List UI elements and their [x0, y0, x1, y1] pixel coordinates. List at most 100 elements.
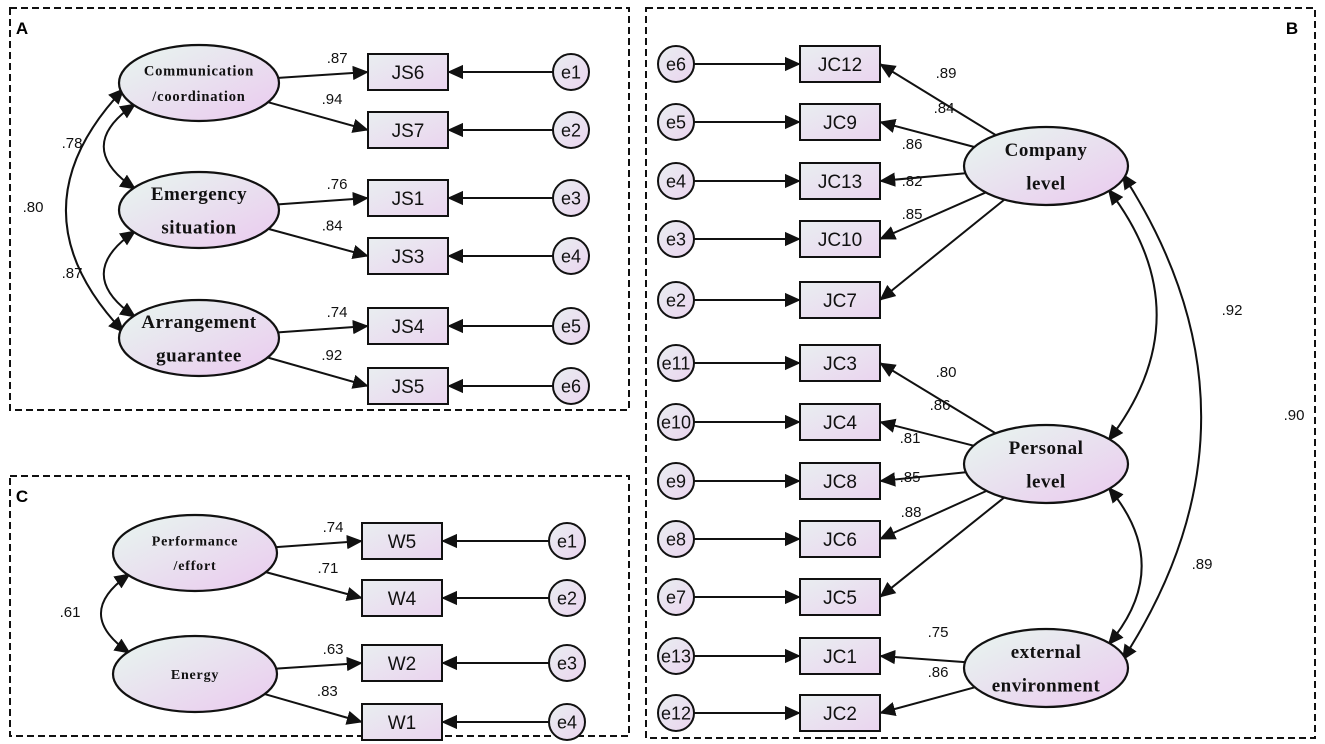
indicator-jc5 [799, 578, 881, 616]
error-e3 [548, 644, 586, 682]
panel-b-border [645, 7, 1316, 739]
indicator-js6 [367, 53, 449, 91]
loading-path-jc2 [879, 686, 976, 716]
error-e3 [657, 220, 695, 258]
error-e5-label: e5 [561, 317, 581, 337]
loading-path-js6 [278, 65, 369, 81]
latent-personal-label-0: Personal [1009, 438, 1084, 459]
indicator-w1-label: W1 [388, 713, 417, 734]
error-e13 [657, 637, 695, 675]
error-e8 [657, 520, 695, 558]
labels: ACommunication/coordinationEmergencysitu… [16, 19, 1305, 734]
loading-path-w2 [276, 656, 363, 672]
loading-path-jc9 [879, 118, 975, 148]
error-e3 [552, 179, 590, 217]
indicator-jc3-label: JC3 [823, 354, 857, 375]
loading-value-js7: .94 [322, 91, 343, 108]
loading-path-js7 [267, 101, 369, 133]
indicator-jc12-label: JC12 [818, 55, 862, 76]
error-e6-label: e6 [561, 377, 581, 397]
error-e9-label: e9 [666, 472, 686, 492]
loading-path-jc6 [879, 489, 987, 540]
latent-perf-label-0: Performance [152, 535, 239, 550]
error-e13-label: e13 [661, 647, 691, 667]
error-e4 [657, 162, 695, 200]
panel-c-border [9, 475, 630, 737]
panel-borders [9, 7, 1316, 739]
indicator-jc1 [799, 637, 881, 675]
loading-path-js4 [278, 319, 369, 335]
error-e3-label: e3 [666, 230, 686, 250]
error-e5-label: e5 [666, 113, 686, 133]
indicator-js5-label: JS5 [392, 377, 425, 398]
loading-value-jc5: .88 [901, 504, 922, 521]
error-e2 [657, 281, 695, 319]
latent-emer-label-0: Emergency [151, 184, 247, 205]
loading-path-jc8 [879, 471, 966, 487]
latent-personal-label-1: level [1026, 471, 1065, 492]
correlation-value-company-external: .90 [1284, 407, 1305, 424]
error-e8-label: e8 [666, 530, 686, 550]
loading-path-js3 [268, 227, 369, 259]
loading-value-jc6: .85 [900, 469, 921, 486]
error-e4 [548, 703, 586, 741]
loading-value-js6: .87 [327, 50, 348, 67]
latent-energy-label-0: Energy [171, 668, 219, 683]
error-e1 [552, 53, 590, 91]
loading-path-jc5 [879, 496, 1005, 598]
indicator-jc2-label: JC2 [823, 704, 857, 725]
latent-external-label-1: environment [992, 675, 1101, 696]
latent-arr [117, 298, 281, 378]
correlation-comm-emer [102, 103, 137, 190]
latent-comm [117, 43, 281, 123]
error-e2 [548, 579, 586, 617]
error-e6-label: e6 [666, 55, 686, 75]
latent-comm-label-0: Communication [144, 63, 254, 79]
loading-path-jc12 [879, 63, 997, 137]
loading-path-jc1 [879, 649, 966, 665]
indicator-jc10 [799, 220, 881, 258]
error-e4-label: e4 [557, 713, 577, 733]
indicator-js7-label: JS7 [392, 121, 425, 142]
indicator-js4-label: JS4 [392, 317, 425, 338]
correlation-value-comm-arr: .80 [23, 199, 44, 216]
loading-value-js4: .74 [327, 304, 348, 321]
correlation-value-comm-emer: .78 [62, 135, 83, 152]
loading-path-w5 [275, 534, 363, 550]
loading-value-jc7: .85 [902, 206, 923, 223]
indicator-js3-label: JS3 [392, 247, 425, 268]
indicator-jc7 [799, 281, 881, 319]
error-e4-label: e4 [561, 247, 581, 267]
loading-value-jc3: .80 [936, 364, 957, 381]
indicator-js5 [367, 367, 449, 405]
latent-personal [962, 423, 1130, 505]
error-e2-label: e2 [666, 291, 686, 311]
correlation-value-perf-energy: .61 [60, 604, 81, 621]
indicator-w4-label: W4 [388, 589, 417, 610]
correlation-personal-external [1107, 486, 1143, 646]
indicator-w4 [361, 579, 443, 617]
indicator-jc3 [799, 344, 881, 382]
loading-value-jc12: .89 [936, 65, 957, 82]
indicator-jc6 [799, 520, 881, 558]
error-e1-label: e1 [561, 63, 581, 83]
nodes [111, 43, 1130, 741]
indicator-jc13 [799, 162, 881, 200]
loading-path-jc4 [879, 418, 974, 447]
path-arrows [64, 56, 1203, 730]
loading-value-js1: .76 [327, 176, 348, 193]
correlation-value-emer-arr: .87 [62, 265, 83, 282]
loading-value-js3: .84 [322, 217, 343, 234]
latent-energy [111, 634, 279, 714]
correlation-emer-arr [102, 230, 137, 318]
indicator-jc9-label: JC9 [823, 113, 857, 134]
loading-value-jc8: .81 [900, 430, 921, 447]
panel-label-c: C [16, 487, 28, 506]
latent-arr-label-1: guarantee [156, 345, 242, 366]
indicator-w2 [361, 644, 443, 682]
indicator-jc4 [799, 403, 881, 441]
indicator-w5 [361, 522, 443, 560]
error-e3-label: e3 [557, 654, 577, 674]
loading-path-jc10 [879, 191, 987, 240]
